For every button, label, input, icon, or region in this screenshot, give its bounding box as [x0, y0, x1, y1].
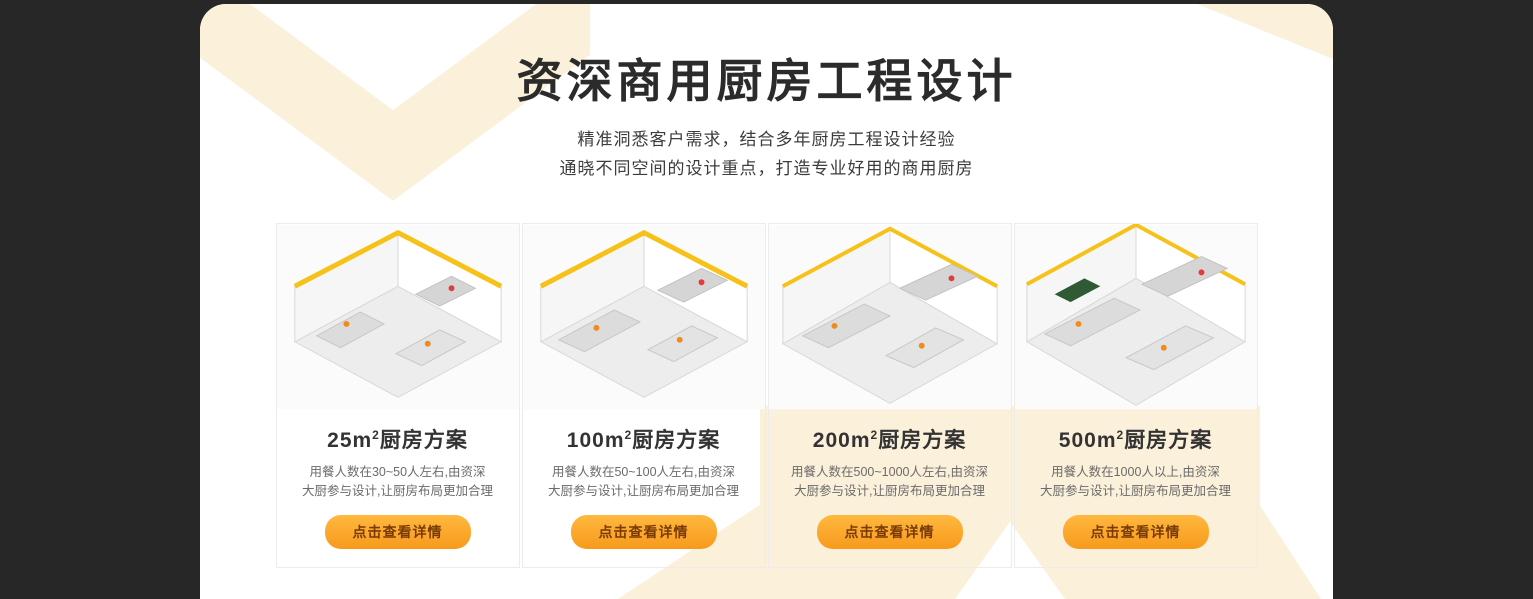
- view-details-button[interactable]: 点击查看详情: [324, 515, 471, 550]
- kitchen-plan-card-500: 500m2厨房方案 用餐人数在1000人以上,由资深 大厨参与设计,让厨房布局更…: [1013, 223, 1258, 569]
- kitchen-plan-cards: 25m2厨房方案 用餐人数在30~50人左右,由资深 大厨参与设计,让厨房布局更…: [200, 223, 1333, 569]
- card-description: 用餐人数在30~50人左右,由资深 大厨参与设计,让厨房布局更加合理: [283, 463, 513, 501]
- kitchen-isometric-render-image: [522, 224, 765, 410]
- kitchen-plan-card-200: 200m2厨房方案 用餐人数在500~1000人左右,由资深 大厨参与设计,让厨…: [767, 223, 1012, 569]
- card-title: 100m2厨房方案: [523, 424, 765, 454]
- kitchen-isometric-render-image: [1014, 224, 1257, 410]
- card-title: 500m2厨房方案: [1015, 424, 1257, 454]
- kitchen-render-illustration: [276, 224, 519, 410]
- kitchen-plan-card-100: 100m2厨房方案 用餐人数在50~100人左右,由资深 大厨参与设计,让厨房布…: [521, 223, 766, 569]
- kitchen-render-illustration: [768, 224, 1011, 410]
- section-header: 资深商用厨房工程设计 精准洞悉客户需求，结合多年厨房工程设计经验 通晓不同空间的…: [200, 54, 1333, 183]
- card-title-area: 200m: [812, 429, 871, 453]
- card-description: 用餐人数在1000人以上,由资深 大厨参与设计,让厨房布局更加合理: [1021, 463, 1251, 501]
- card-title-suffix: 厨房方案: [1124, 429, 1213, 453]
- card-title-suffix: 厨房方案: [632, 429, 721, 453]
- view-details-button[interactable]: 点击查看详情: [816, 515, 963, 550]
- card-title-suffix: 厨房方案: [379, 429, 468, 453]
- card-desc-line-2: 大厨参与设计,让厨房布局更加合理: [302, 484, 493, 499]
- card-title-superscript: 2: [1116, 428, 1125, 443]
- card-title-suffix: 厨房方案: [878, 429, 967, 453]
- kitchen-render-illustration: [1014, 224, 1257, 410]
- card-desc-line-2: 大厨参与设计,让厨房布局更加合理: [1040, 484, 1231, 499]
- subtitle-line-1: 精准洞悉客户需求，结合多年厨房工程设计经验: [577, 130, 956, 150]
- card-title-area: 25m: [327, 429, 373, 453]
- card-desc-line-1: 用餐人数在1000人以上,由资深: [1051, 465, 1220, 480]
- card-desc-line-1: 用餐人数在50~100人左右,由资深: [551, 465, 736, 480]
- card-title-superscript: 2: [372, 428, 380, 443]
- card-desc-line-1: 用餐人数在30~50人左右,由资深: [309, 465, 486, 480]
- subtitle-line-2: 通晓不同空间的设计重点，打造专业好用的商用厨房: [559, 159, 974, 179]
- page-subtitle: 精准洞悉客户需求，结合多年厨房工程设计经验 通晓不同空间的设计重点，打造专业好用…: [200, 125, 1333, 183]
- card-title: 200m2厨房方案: [769, 424, 1011, 454]
- content-panel: 资深商用厨房工程设计 精准洞悉客户需求，结合多年厨房工程设计经验 通晓不同空间的…: [200, 4, 1333, 599]
- card-description: 用餐人数在50~100人左右,由资深 大厨参与设计,让厨房布局更加合理: [529, 463, 759, 501]
- card-title: 25m2厨房方案: [277, 424, 519, 454]
- card-title-area: 100m: [566, 429, 625, 453]
- card-desc-line-2: 大厨参与设计,让厨房布局更加合理: [794, 484, 985, 499]
- kitchen-isometric-render-image: [276, 224, 519, 410]
- kitchen-plan-card-25: 25m2厨房方案 用餐人数在30~50人左右,由资深 大厨参与设计,让厨房布局更…: [275, 223, 520, 569]
- card-description: 用餐人数在500~1000人左右,由资深 大厨参与设计,让厨房布局更加合理: [775, 463, 1005, 501]
- kitchen-isometric-render-image: [768, 224, 1011, 410]
- card-title-superscript: 2: [870, 428, 879, 443]
- card-title-area: 500m: [1058, 429, 1117, 453]
- card-desc-line-2: 大厨参与设计,让厨房布局更加合理: [548, 484, 739, 499]
- view-details-button[interactable]: 点击查看详情: [1062, 515, 1209, 550]
- kitchen-render-illustration: [522, 224, 765, 410]
- card-title-superscript: 2: [624, 428, 633, 443]
- card-desc-line-1: 用餐人数在500~1000人左右,由资深: [791, 465, 988, 480]
- page-title: 资深商用厨房工程设计: [516, 55, 1017, 107]
- view-details-button[interactable]: 点击查看详情: [570, 515, 717, 550]
